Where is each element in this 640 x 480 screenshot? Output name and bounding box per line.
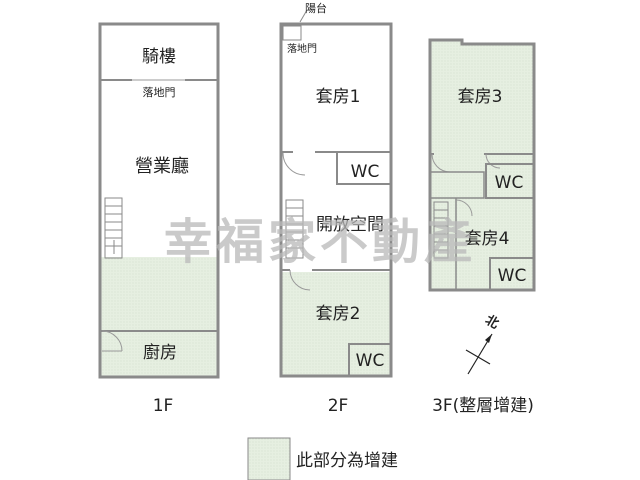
compass-north-label: 北 (482, 313, 501, 332)
room-suite4: 套房4 (465, 229, 510, 249)
balcony (282, 25, 302, 41)
watermark: 幸福家不動產 (164, 214, 476, 270)
wc4-walls (489, 257, 535, 291)
stairs-1f (104, 197, 123, 259)
outer-wall-1f (98, 22, 220, 379)
room-wc4: WC (498, 266, 527, 286)
room-suite2: 套房2 (316, 304, 361, 324)
label-french-door-2f: 落地門 (287, 42, 317, 55)
room-wc3: WC (495, 173, 524, 193)
wc2-walls (348, 343, 392, 377)
room-kitchen: 廚房 (143, 342, 177, 363)
room-business-hall: 營業廳 (135, 156, 189, 177)
room-arcade: 騎樓 (142, 47, 176, 67)
stairs-2f (285, 199, 304, 259)
room-wc1: WC (351, 162, 380, 182)
floor-label-2f: 2F (328, 396, 349, 416)
floor-1f: 騎樓 落地門 營業廳 廚房 1F (98, 22, 220, 416)
room-open-space: 開放空間 (316, 215, 384, 235)
room-wc2: WC (356, 351, 385, 371)
door-kitchen (101, 330, 123, 352)
outer-wall-2f (279, 22, 393, 378)
label-balcony: 陽台 (305, 1, 327, 15)
north-compass: 北 (465, 313, 501, 375)
outer-wall-3f (428, 38, 536, 292)
floor-2f: 陽台 落地門 套房1 WC 開放空間 套房2 WC 2F (279, 1, 393, 416)
extension-area-2f (282, 272, 390, 376)
legend-swatch (247, 437, 291, 480)
floor-label-3f: 3F(整層增建) (432, 396, 534, 416)
room-suite3: 套房3 (458, 87, 503, 107)
extension-area-1f (101, 257, 217, 377)
legend: 此部分為增建 (247, 437, 398, 480)
room-suite1: 套房1 (316, 87, 361, 107)
floor-3f: 套房3 WC 套房4 WC 3F(整層增建) (428, 38, 536, 416)
wc3-walls (485, 163, 535, 199)
floor-label-1f: 1F (153, 396, 174, 416)
wc1-walls (336, 151, 392, 185)
legend-text: 此部分為增建 (296, 451, 398, 471)
stairs-3f (433, 201, 449, 259)
label-french-door-1f: 落地門 (143, 86, 176, 99)
